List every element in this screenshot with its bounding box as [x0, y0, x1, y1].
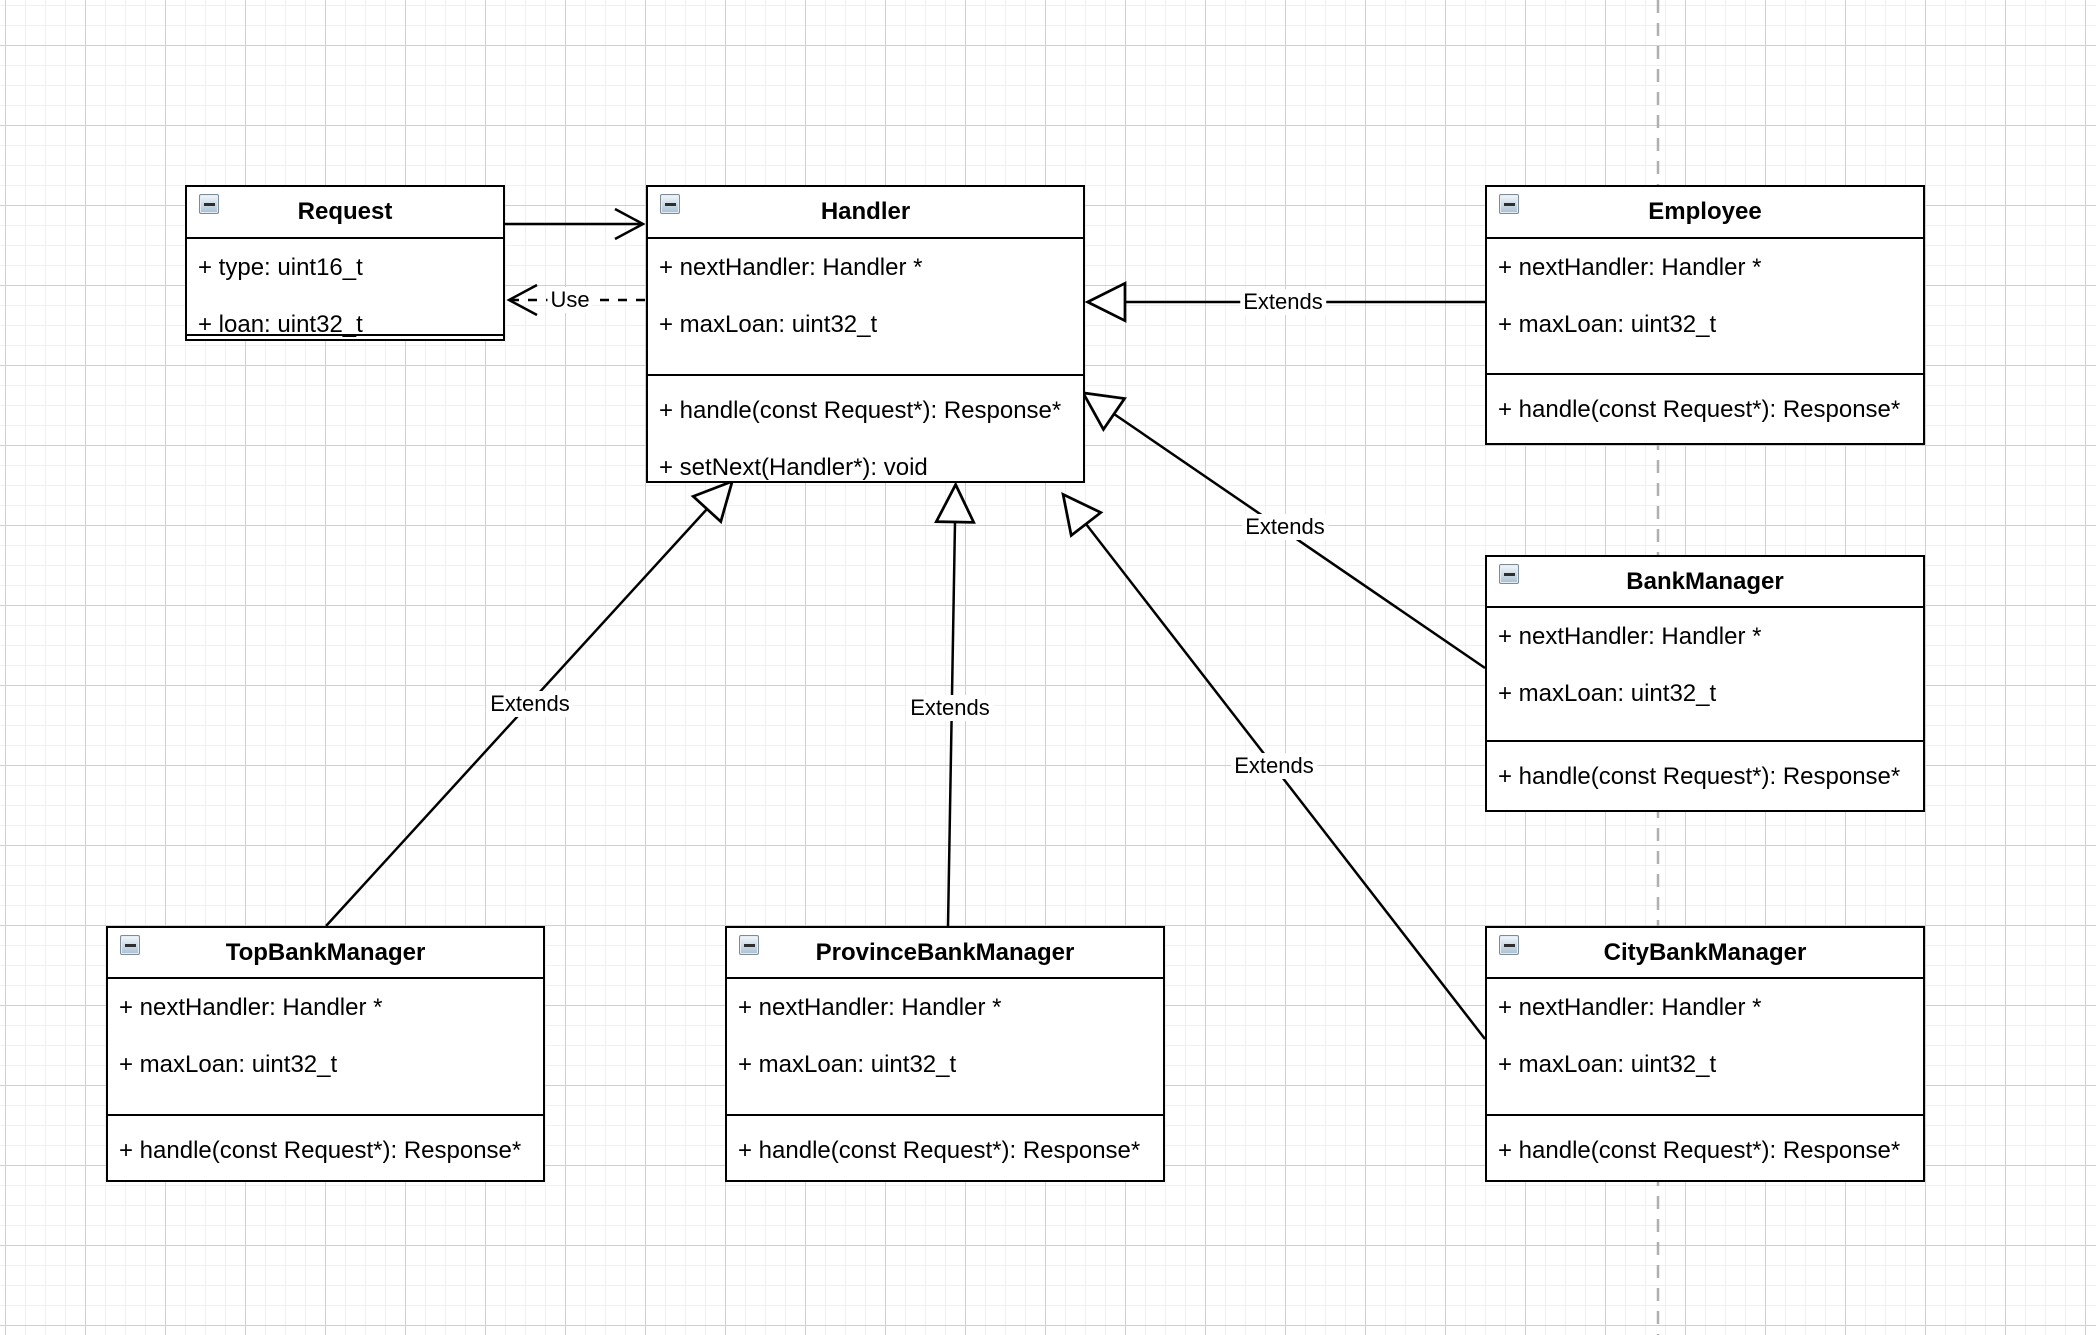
edge-label-extends-employee[interactable]: Extends	[1240, 289, 1326, 315]
collapse-button[interactable]	[120, 935, 140, 955]
method-row: + handle(const Request*): Response*	[1498, 1137, 1901, 1164]
attribute-row: + maxLoan: uint32_t	[1498, 1051, 1717, 1078]
collapse-button[interactable]	[1499, 194, 1519, 214]
edge-label-extends-citybankmanager[interactable]: Extends	[1231, 753, 1317, 779]
attribute-row: + maxLoan: uint32_t	[1498, 311, 1717, 338]
collapse-button[interactable]	[660, 194, 680, 214]
class-title: Handler	[820, 198, 911, 225]
minus-icon	[125, 944, 136, 947]
attribute-row: + loan: uint32_t	[198, 311, 363, 338]
edge-label-extends-provincebankmanager[interactable]: Extends	[907, 695, 993, 721]
method-row: + handle(const Request*): Response*	[659, 397, 1062, 424]
class-title: Employee	[1648, 198, 1762, 225]
collapse-button[interactable]	[739, 935, 759, 955]
attribute-row: + maxLoan: uint32_t	[659, 311, 878, 338]
minus-icon	[744, 944, 755, 947]
method-row: + handle(const Request*): Response*	[119, 1137, 522, 1164]
class-bankmanager[interactable]: BankManager + nextHandler: Handler * + m…	[1485, 555, 1925, 812]
minus-icon	[1504, 944, 1515, 947]
class-title: BankManager	[1626, 568, 1784, 595]
edge-bankmanager-handler-extends[interactable]	[1080, 391, 1486, 670]
collapse-button[interactable]	[1499, 564, 1519, 584]
method-row: + handle(const Request*): Response*	[1498, 396, 1901, 423]
edge-citybankmanager-handler-extends[interactable]	[1061, 492, 1486, 1040]
attribute-row: + nextHandler: Handler *	[1498, 994, 1762, 1021]
edge-label-use[interactable]: Use	[547, 287, 593, 313]
collapse-button[interactable]	[1499, 935, 1519, 955]
method-row: + handle(const Request*): Response*	[1498, 763, 1901, 790]
class-title: CityBankManager	[1603, 939, 1807, 966]
class-handler[interactable]: Handler + nextHandler: Handler * + maxLo…	[646, 185, 1085, 483]
attribute-row: + nextHandler: Handler *	[659, 254, 923, 281]
method-row: + setNext(Handler*): void	[659, 454, 928, 481]
attribute-row: + nextHandler: Handler *	[1498, 254, 1762, 281]
edge-topbankmanager-handler-extends[interactable]	[325, 479, 735, 927]
collapse-button[interactable]	[199, 194, 219, 214]
method-row: + handle(const Request*): Response*	[738, 1137, 1141, 1164]
minus-icon	[1504, 573, 1515, 576]
minus-icon	[665, 203, 676, 206]
edge-provincebankmanager-handler-extends[interactable]	[934, 481, 976, 927]
class-provincebankmanager[interactable]: ProvinceBankManager + nextHandler: Handl…	[725, 926, 1165, 1182]
edge-label-extends-bankmanager[interactable]: Extends	[1242, 514, 1328, 540]
edge-label-extends-topbankmanager[interactable]: Extends	[487, 691, 573, 717]
minus-icon	[204, 203, 215, 206]
class-title: ProvinceBankManager	[815, 939, 1075, 966]
minus-icon	[1504, 203, 1515, 206]
class-title: TopBankManager	[225, 939, 426, 966]
class-request[interactable]: Request + type: uint16_t + loan: uint32_…	[185, 185, 505, 341]
attribute-row: + nextHandler: Handler *	[1498, 623, 1762, 650]
class-citybankmanager[interactable]: CityBankManager + nextHandler: Handler *…	[1485, 926, 1925, 1182]
attribute-row: + type: uint16_t	[198, 254, 363, 281]
attribute-row: + maxLoan: uint32_t	[1498, 680, 1717, 707]
class-topbankmanager[interactable]: TopBankManager + nextHandler: Handler * …	[106, 926, 545, 1182]
class-employee[interactable]: Employee + nextHandler: Handler * + maxL…	[1485, 185, 1925, 445]
attribute-row: + nextHandler: Handler *	[119, 994, 383, 1021]
empty-methods-compartment	[187, 334, 503, 343]
attribute-row: + nextHandler: Handler *	[738, 994, 1002, 1021]
attribute-row: + maxLoan: uint32_t	[738, 1051, 957, 1078]
attribute-row: + maxLoan: uint32_t	[119, 1051, 338, 1078]
class-title: Request	[297, 198, 393, 225]
